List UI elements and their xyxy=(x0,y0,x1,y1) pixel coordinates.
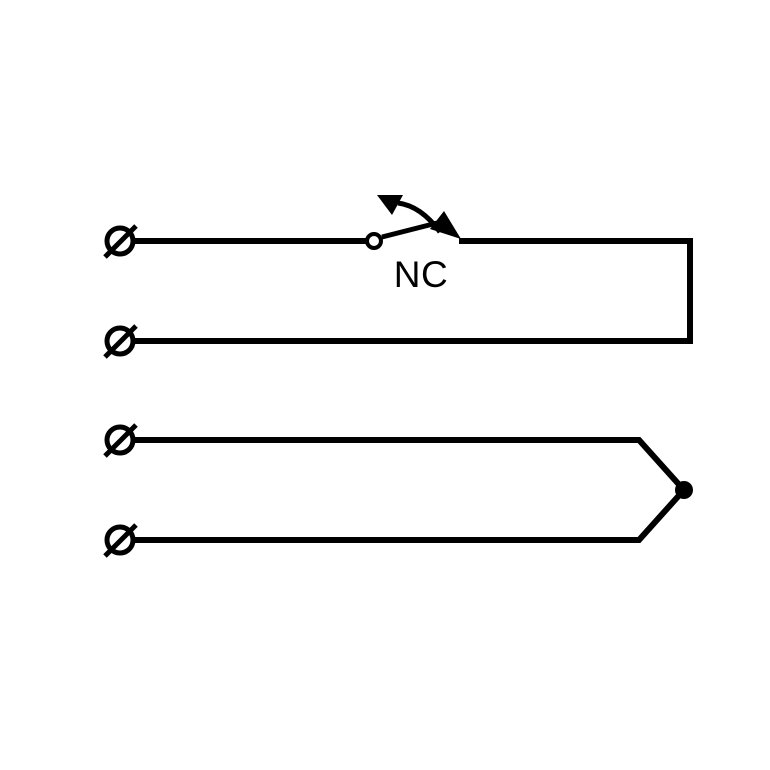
terminal-2-slash xyxy=(103,324,138,359)
terminal-2-circle xyxy=(104,325,136,357)
nc-label: NC xyxy=(394,254,448,295)
terminal-4-slash xyxy=(103,523,138,558)
terminal-1-icon xyxy=(103,224,138,259)
terminal-1-slash xyxy=(103,224,138,259)
blade-arrowhead-icon xyxy=(430,211,461,239)
wire-lower-lower xyxy=(134,488,686,543)
junction-dot-icon xyxy=(675,481,693,499)
diagram-fills xyxy=(377,195,693,499)
wire-nc-return-loop xyxy=(134,238,693,344)
wire-lower-upper xyxy=(134,437,686,492)
terminal-4-circle xyxy=(104,524,136,556)
terminal-3-slash xyxy=(103,423,138,458)
actuator-arrowhead-icon xyxy=(377,195,403,215)
terminal-1-circle xyxy=(104,225,136,257)
terminal-4-icon xyxy=(103,523,138,558)
terminal-2-icon xyxy=(103,324,138,359)
fixed-contact-icon xyxy=(365,232,383,250)
terminal-3-circle xyxy=(104,424,136,456)
terminal-3-icon xyxy=(103,423,138,458)
